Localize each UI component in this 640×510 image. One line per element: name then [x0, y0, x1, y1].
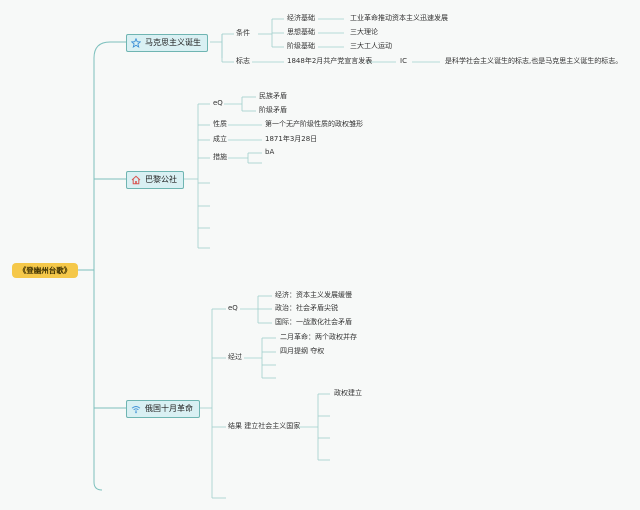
paris-founded-value[interactable]: 1871年3月28日 [265, 135, 318, 143]
marx-condition-economic[interactable]: 经济基础 [287, 14, 315, 22]
paris-measures-value[interactable]: bA [265, 148, 275, 156]
marx-sign-event[interactable]: 1848年2月共产党宣言发表 [287, 57, 373, 65]
marx-condition-ideology-detail[interactable]: 三大理论 [350, 28, 378, 36]
marx-conditions[interactable]: 条件 [236, 29, 250, 37]
russia-eq-item-2[interactable]: 国际：一战激化社会矛盾 [275, 318, 352, 326]
russia-result[interactable]: 结果 建立社会主义国家 [228, 422, 301, 430]
branch-paris[interactable]: 巴黎公社 [126, 171, 184, 189]
russia-process-item-0[interactable]: 二月革命：两个政权并存 [280, 333, 357, 341]
russia-process-item-1[interactable]: 四月提纲 夺权 [280, 347, 325, 355]
marx-sign-tag[interactable]: IC [400, 57, 407, 65]
russia-process[interactable]: 经过 [228, 353, 242, 361]
paris-measures[interactable]: 措施 [213, 153, 227, 161]
russia-eq-item-0[interactable]: 经济：资本主义发展缓慢 [275, 291, 352, 299]
branch-marx-label: 马克思主义诞生 [145, 38, 201, 47]
russia-result-item-0[interactable]: 政权建立 [334, 389, 362, 397]
branch-paris-label: 巴黎公社 [145, 175, 177, 184]
paris-nature[interactable]: 性质 [213, 120, 227, 128]
branch-russia-label: 俄国十月革命 [145, 404, 193, 413]
paris-eq[interactable]: eQ [213, 99, 223, 107]
marx-sign[interactable]: 标志 [236, 57, 250, 65]
marx-condition-class-detail[interactable]: 三大工人运动 [350, 42, 392, 50]
paris-eq-item-1[interactable]: 阶级矛盾 [259, 106, 287, 114]
branch-marx[interactable]: 马克思主义诞生 [126, 34, 208, 52]
marx-condition-class[interactable]: 阶级基础 [287, 42, 315, 50]
marx-condition-economic-detail[interactable]: 工业革命推动资本主义迅速发展 [350, 14, 448, 22]
house-icon [131, 175, 141, 185]
wifi-icon [131, 406, 141, 414]
russia-eq[interactable]: eQ [228, 304, 238, 312]
marx-condition-ideology[interactable]: 思想基础 [287, 28, 315, 36]
marx-sign-meaning[interactable]: 是科学社会主义诞生的标志,也是马克思主义诞生的标志。 [445, 57, 623, 65]
root-node[interactable]: 《登幽州台歌》 [12, 263, 78, 278]
paris-founded[interactable]: 成立 [213, 135, 227, 143]
paris-eq-item-0[interactable]: 民族矛盾 [259, 92, 287, 100]
star-icon [131, 38, 141, 48]
branch-russia[interactable]: 俄国十月革命 [126, 400, 200, 418]
russia-eq-item-1[interactable]: 政治：社会矛盾尖锐 [275, 304, 338, 312]
paris-nature-value[interactable]: 第一个无产阶级性质的政权雏形 [265, 120, 363, 128]
